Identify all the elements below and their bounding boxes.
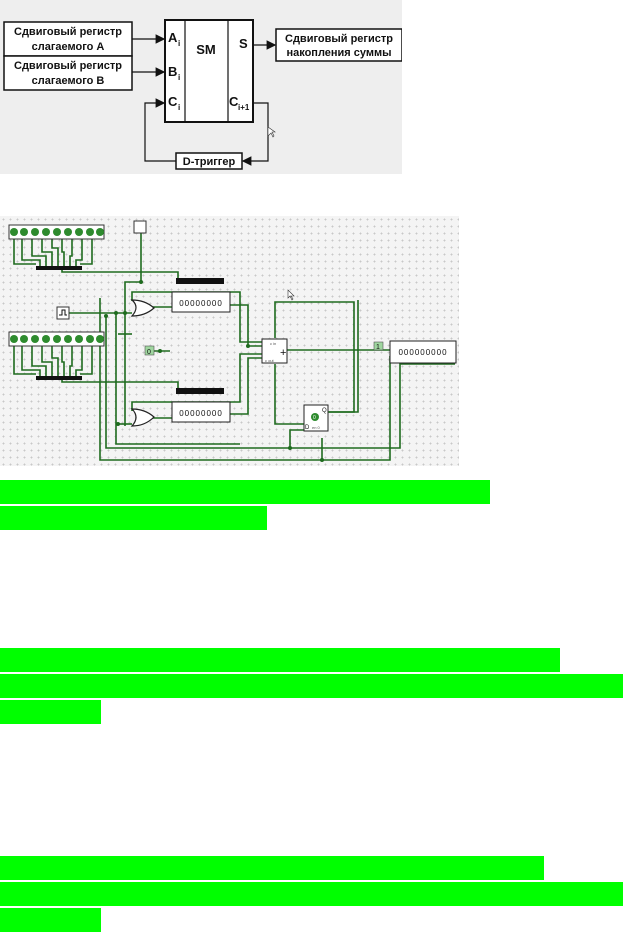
redaction-bar [0, 856, 544, 880]
splitter-a [36, 266, 82, 270]
svg-text:S: S [239, 36, 248, 51]
input-pins-a[interactable] [8, 224, 105, 240]
circuit-canvas[interactable]: 0 00000000 00000000 c in + c out 0 Q D [0, 216, 459, 466]
circuit-wires [13, 232, 455, 461]
redaction-bar [0, 700, 101, 724]
svg-text:0: 0 [313, 415, 316, 421]
svg-text:c out: c out [265, 358, 275, 363]
d-flip-flop: 0 Q D en 0 [303, 404, 329, 432]
mouse-cursor-icon [287, 289, 295, 301]
svg-text:B: B [168, 64, 177, 79]
svg-text:слагаемого А: слагаемого А [32, 41, 105, 53]
svg-text:en 0: en 0 [312, 425, 321, 430]
redaction-bar [0, 506, 267, 530]
register-a-box: Сдвиговый регистр слагаемого А [3, 21, 133, 57]
svg-text:+: + [280, 347, 286, 359]
block-arrows [132, 34, 277, 166]
svg-text:Сдвиговый регистр: Сдвиговый регистр [14, 26, 122, 38]
wire-junctions [104, 280, 324, 462]
redaction-bar [0, 908, 101, 932]
constant-one [373, 341, 384, 351]
adder: c in + c out [261, 338, 288, 364]
redaction-bar [0, 648, 560, 672]
svg-text:D-триггер: D-триггер [183, 156, 236, 168]
input-pins-b[interactable] [8, 331, 105, 347]
svg-text:A: A [168, 30, 178, 45]
svg-text:слагаемого В: слагаемого В [32, 75, 105, 87]
constant-zero-label: 0 [147, 349, 151, 356]
svg-text:C: C [229, 94, 239, 109]
svg-text:i+1: i+1 [238, 103, 250, 112]
svg-text:i: i [178, 73, 180, 82]
shift-register-a: 00000000 [171, 278, 231, 313]
mouse-cursor-icon [267, 126, 276, 138]
svg-text:c in: c in [270, 341, 276, 346]
reset-button[interactable] [133, 220, 147, 234]
svg-text:D: D [305, 425, 310, 431]
constant-zero [144, 345, 155, 356]
sm-adder-block: SM A i B i C i S C i+1 [164, 19, 254, 123]
svg-text:Сдвиговый регистр: Сдвиговый регистр [14, 60, 122, 72]
svg-text:накопления суммы: накопления суммы [286, 47, 391, 59]
clock-source[interactable] [56, 306, 70, 320]
redaction-bar [0, 882, 623, 906]
sum-register: 000000000 [389, 340, 457, 364]
svg-text:000000000: 000000000 [398, 348, 447, 357]
or-gate-b [130, 408, 155, 427]
splitter-b [36, 376, 82, 380]
shift-register-b: 00000000 [171, 388, 231, 423]
or-gate-a [130, 299, 155, 317]
register-b-box: Сдвиговый регистр слагаемого В [3, 55, 133, 91]
svg-text:Сдвиговый регистр: Сдвиговый регистр [285, 33, 393, 45]
svg-text:00000000: 00000000 [179, 409, 223, 418]
svg-text:C: C [168, 94, 178, 109]
register-sum-box: Сдвиговый регистр накопления суммы [275, 28, 402, 62]
svg-text:i: i [178, 103, 180, 112]
svg-text:SM: SM [196, 42, 216, 57]
redaction-bar [0, 674, 623, 698]
redaction-bar [0, 480, 490, 504]
d-trigger-box: D-триггер [175, 152, 243, 170]
constant-one-label: 1 [376, 344, 380, 351]
svg-text:Q: Q [322, 408, 327, 414]
svg-text:i: i [178, 39, 180, 48]
svg-text:00000000: 00000000 [179, 299, 223, 308]
block-diagram: Сдвиговый регистр слагаемого А Сдвиговый… [0, 0, 402, 174]
